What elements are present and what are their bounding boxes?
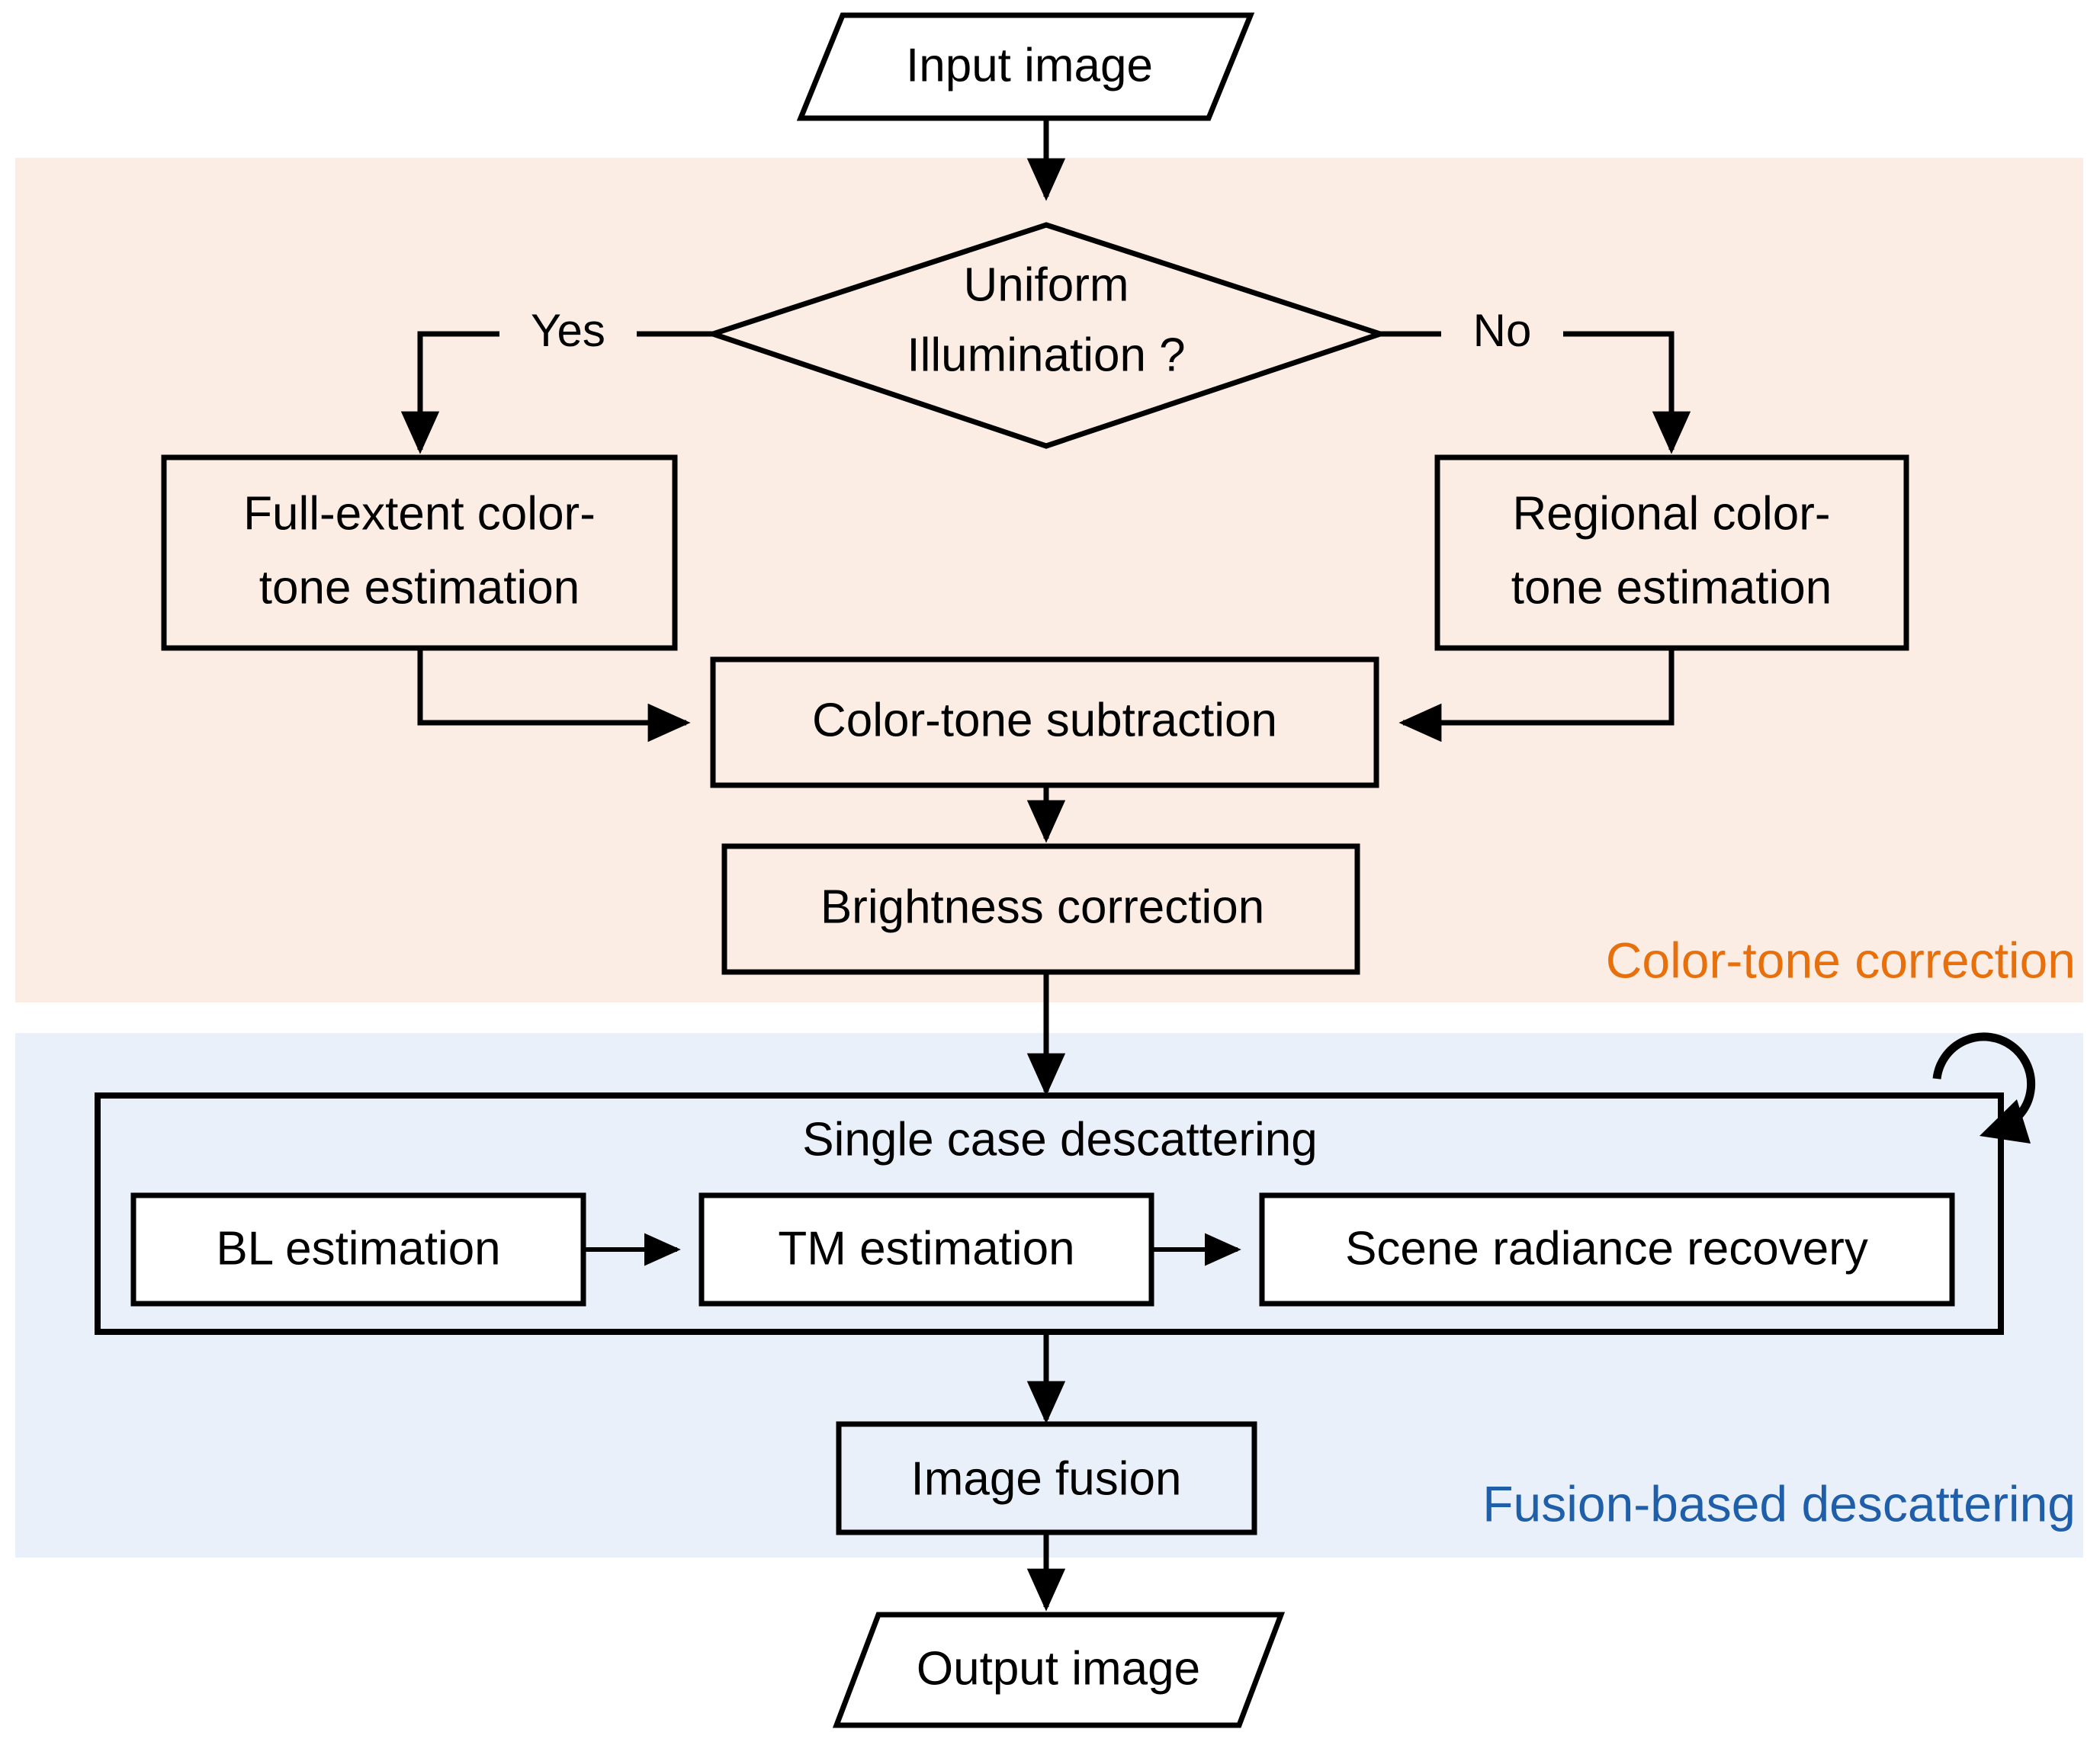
branch-label-yes: Yes — [531, 305, 605, 356]
input-image-label: Input image — [906, 39, 1153, 91]
color-tone-subtraction-node[interactable] — [710, 656, 1379, 788]
color-tone-subtraction-label: Color-tone subtraction — [812, 694, 1277, 746]
image-fusion-label: Image fusion — [911, 1452, 1182, 1505]
decision-label-line1: Uniform — [963, 258, 1129, 311]
bl-estimation-label: BL estimation — [216, 1222, 500, 1275]
full-extent-color-tone-estimation-node[interactable] — [161, 454, 678, 651]
decision-uniform-illumination[interactable] — [704, 222, 1389, 449]
full-extent-label-line2: tone estimation — [259, 561, 580, 614]
connector-full-extent-to-subtraction — [417, 648, 691, 743]
scene-radiance-recovery-label: Scene radiance recovery — [1345, 1222, 1868, 1275]
loop-arrow-icon — [1932, 1032, 2036, 1144]
output-image-label: Output image — [917, 1642, 1200, 1695]
no-label-background — [1441, 292, 1563, 376]
bl-estimation-node[interactable] — [130, 1192, 586, 1307]
output-image-node[interactable] — [832, 1612, 1286, 1728]
single-case-descattering-label: Single case descattering — [802, 1113, 1318, 1166]
scene-radiance-recovery-node[interactable] — [1259, 1192, 1955, 1307]
regional-label-line1: Regional color- — [1513, 487, 1831, 540]
yes-label-background — [499, 292, 637, 376]
decision-label-line2: Illumination ? — [907, 329, 1185, 381]
tm-estimation-label: TM estimation — [778, 1222, 1074, 1275]
regional-label-line2: tone estimation — [1511, 561, 1832, 614]
brightness-correction-node[interactable] — [721, 843, 1360, 975]
single-case-descattering-group[interactable] — [95, 1092, 2004, 1335]
input-image-node[interactable] — [796, 12, 1255, 121]
color-tone-correction-section-label: Color-tone correction — [1606, 932, 2076, 988]
tm-estimation-node[interactable] — [698, 1192, 1154, 1307]
branch-label-no: No — [1473, 305, 1532, 356]
fusion-based-descattering-section-label: Fusion-based descattering — [1482, 1475, 2076, 1532]
regional-color-tone-estimation-node[interactable] — [1434, 454, 1909, 651]
full-extent-label-line1: Full-extent color- — [243, 487, 596, 540]
connector-regional-to-subtraction — [1398, 648, 1675, 743]
brightness-correction-label: Brightness correction — [820, 881, 1264, 933]
